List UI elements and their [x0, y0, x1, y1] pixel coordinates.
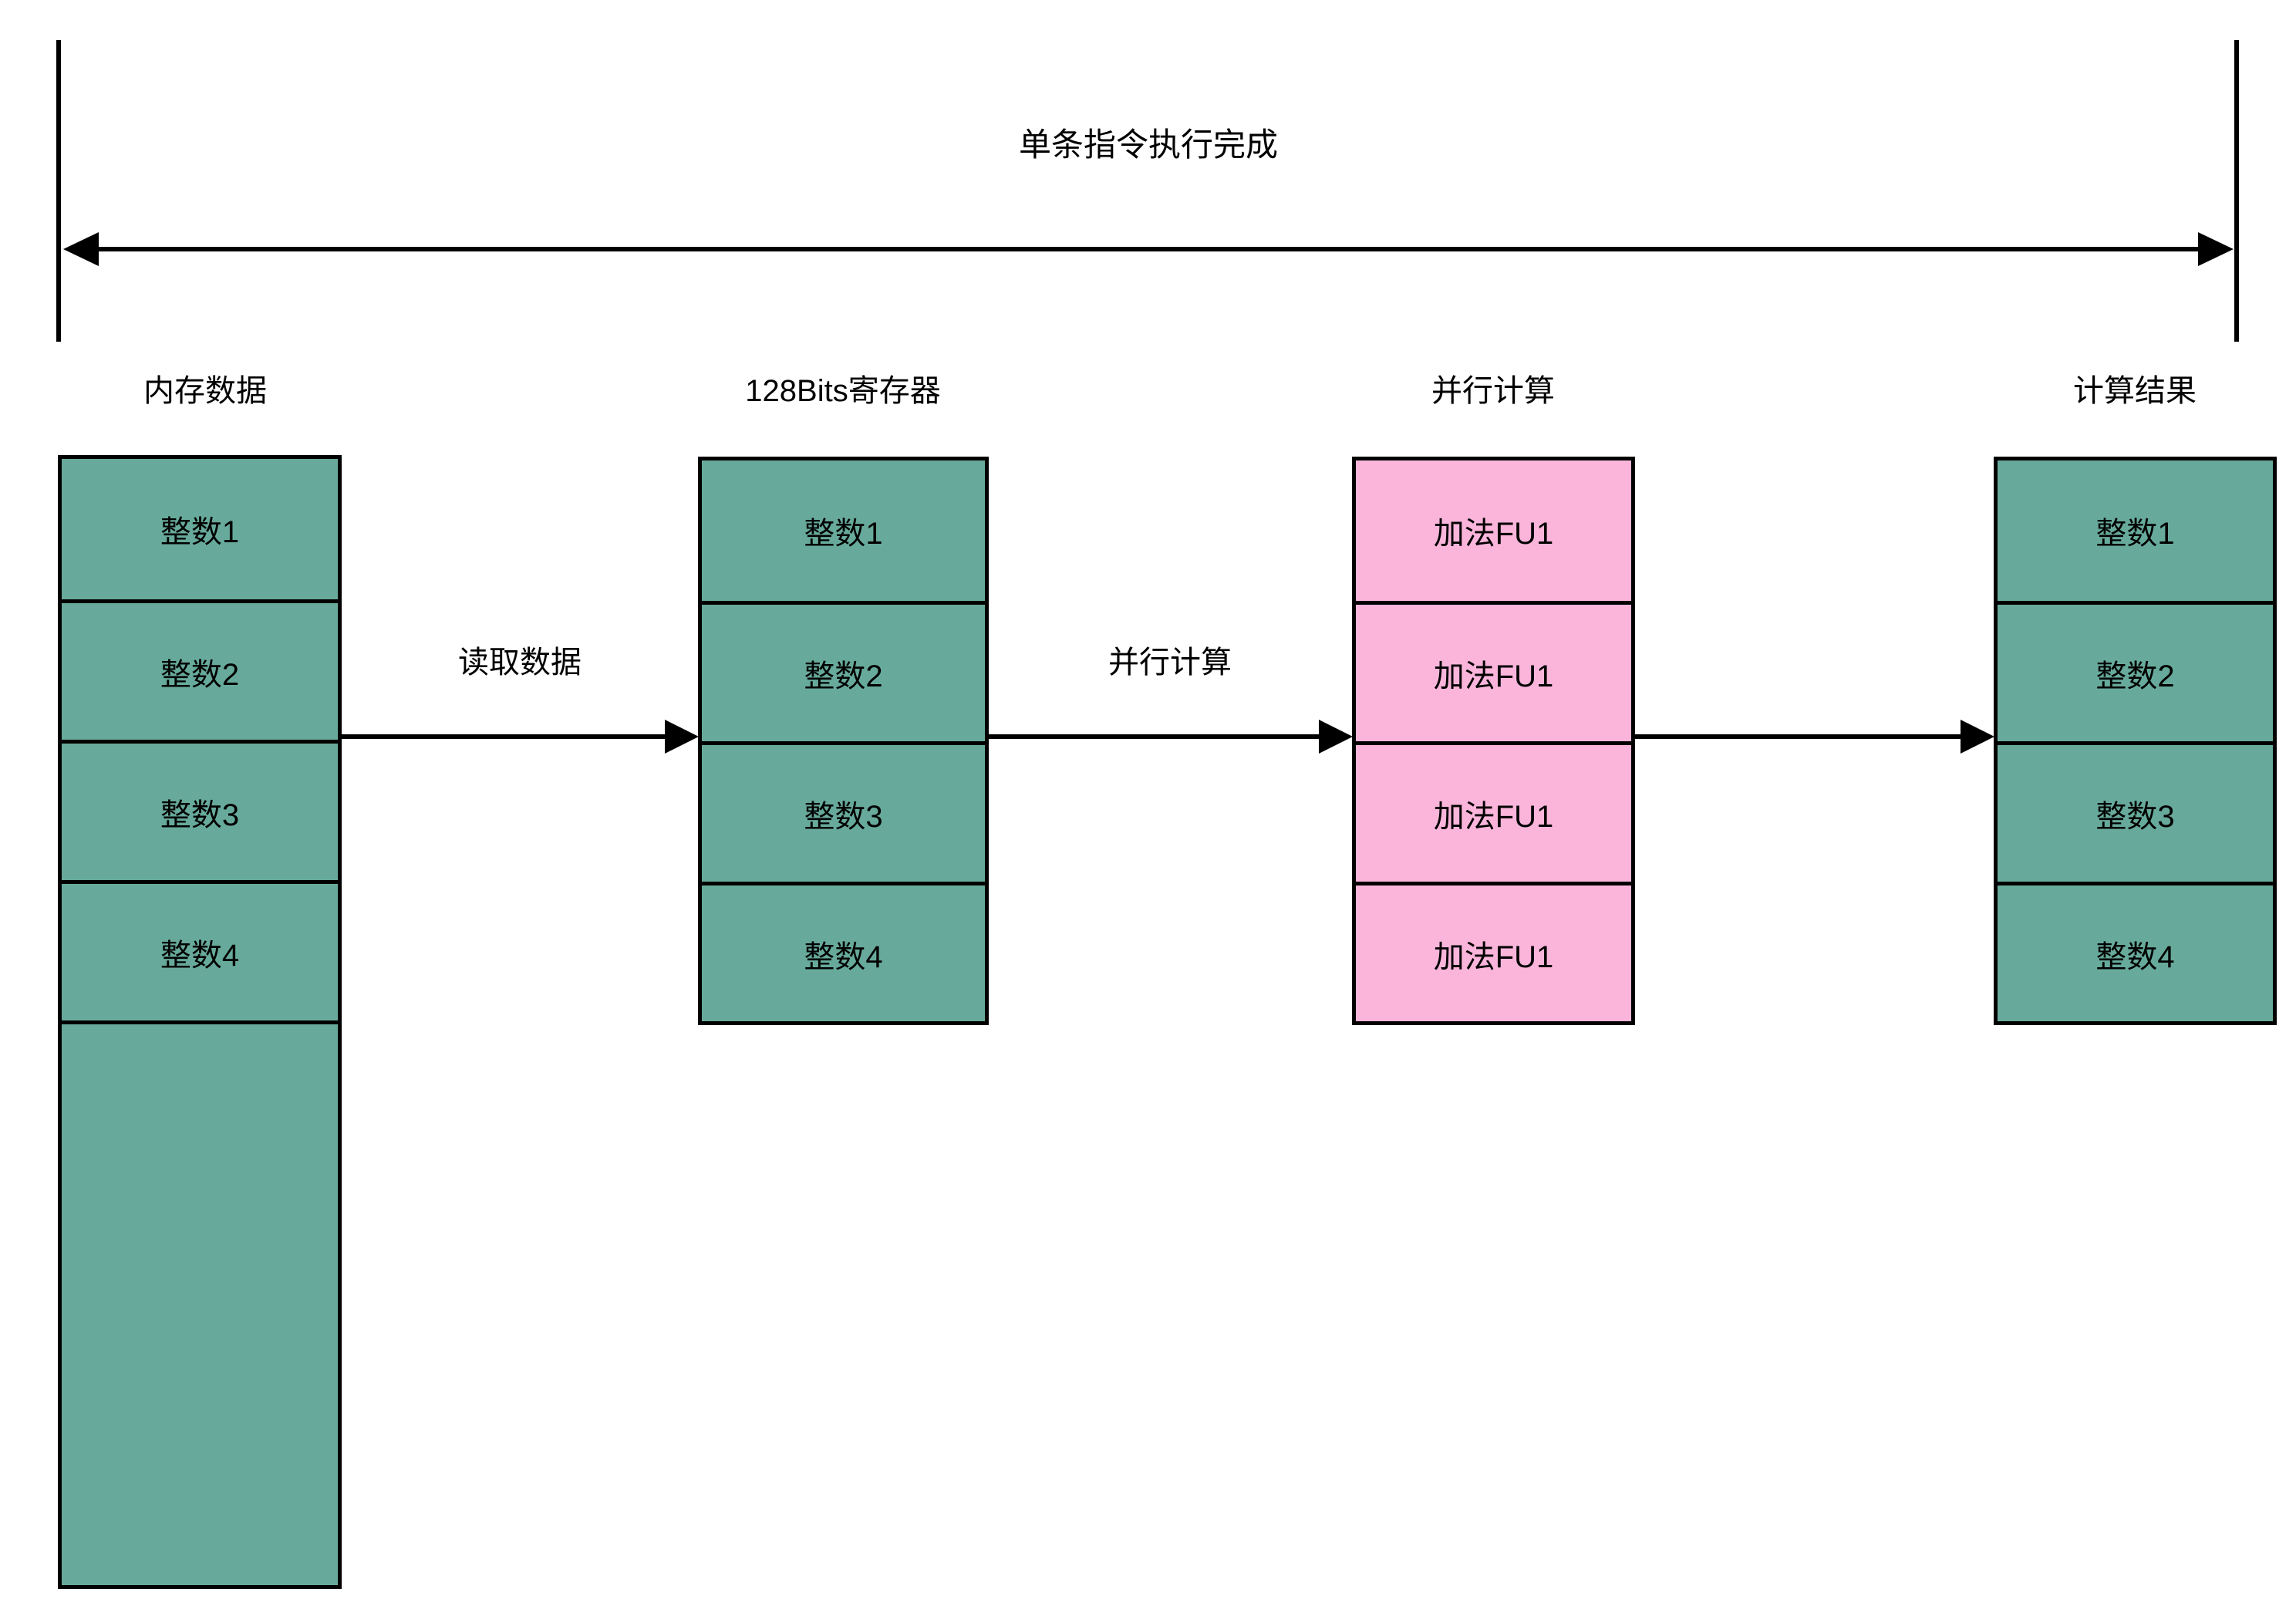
flow-arrowhead-icon	[665, 720, 699, 754]
functional-unit-cell: 加法FU1	[1356, 741, 1631, 882]
bracket-right-tick	[2234, 40, 2239, 342]
memory-data-column: 整数1 整数2 整数3 整数4	[58, 455, 342, 1589]
memory-cell: 整数2	[62, 599, 338, 740]
result-cell: 整数4	[1998, 882, 2273, 1022]
span-arrow-line	[77, 247, 2219, 251]
register-cell: 整数1	[804, 517, 883, 551]
column-header-parallel-compute: 并行计算	[1431, 374, 1555, 408]
functional-unit-cell: 加法FU1	[1433, 517, 1554, 551]
functional-unit-cell: 加法FU1	[1356, 882, 1631, 1022]
bracket-left-tick	[56, 40, 61, 342]
memory-cell: 整数1	[160, 515, 240, 549]
register-cell: 整数4	[702, 882, 985, 1022]
flow-arrowhead-icon	[1961, 720, 1994, 754]
flow-arrow-line	[342, 734, 669, 739]
arrow-label-read-data: 读取数据	[458, 646, 582, 680]
register-cell: 整数2	[702, 601, 985, 741]
column-header-128bits-register: 128Bits寄存器	[745, 374, 941, 408]
result-cell: 整数2	[1998, 601, 2273, 741]
memory-cell: 整数3	[62, 740, 338, 880]
result-column: 整数1 整数2 整数3 整数4	[1994, 457, 2277, 1025]
arrowhead-left-icon	[63, 232, 99, 266]
result-cell: 整数3	[1998, 741, 2273, 882]
register-cell: 整数3	[702, 741, 985, 882]
column-header-result: 计算结果	[2073, 374, 2197, 408]
arrowhead-right-icon	[2198, 232, 2234, 266]
memory-cell: 整数4	[62, 880, 338, 1020]
result-cell: 整数1	[2095, 517, 2175, 551]
functional-unit-cell: 加法FU1	[1356, 601, 1631, 741]
flow-arrowhead-icon	[1319, 720, 1353, 754]
flow-arrow-line	[1634, 734, 1964, 739]
memory-empty-cell	[62, 1020, 338, 1588]
column-header-memory-data: 内存数据	[143, 374, 267, 408]
functional-unit-column: 加法FU1 加法FU1 加法FU1 加法FU1	[1352, 457, 1635, 1025]
arrow-label-parallel-compute: 并行计算	[1108, 646, 1232, 680]
diagram-title: 单条指令执行完成	[1018, 126, 1278, 163]
flow-arrow-line	[988, 734, 1323, 739]
register-column: 整数1 整数2 整数3 整数4	[698, 457, 989, 1025]
